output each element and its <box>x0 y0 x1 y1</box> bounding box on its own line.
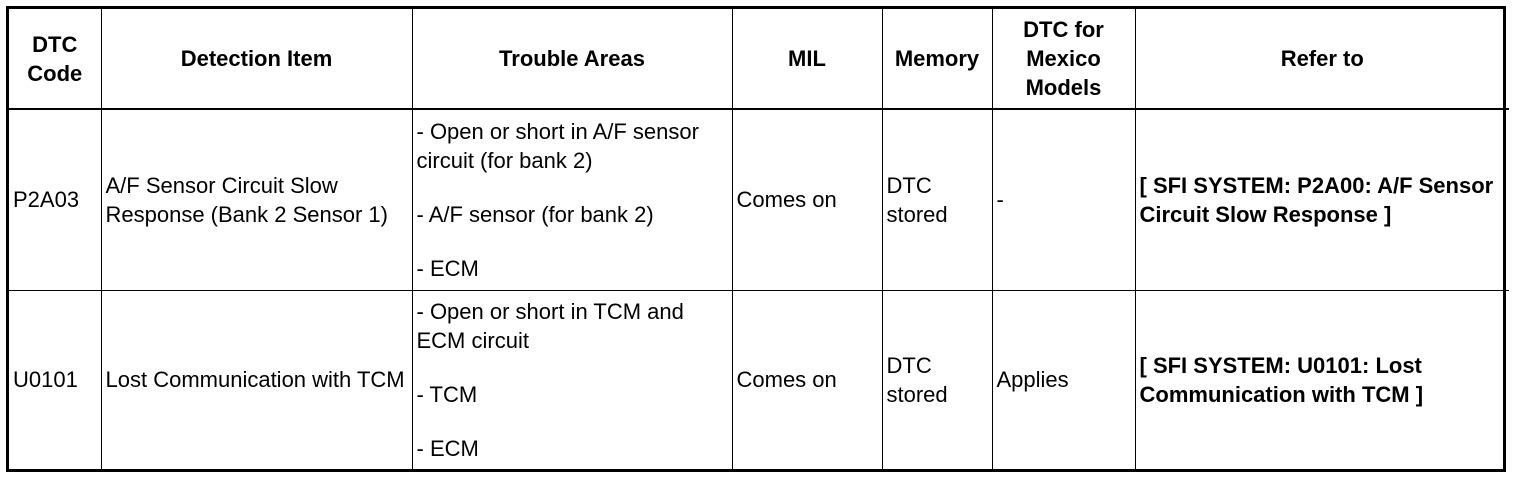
table-row: U0101 Lost Communication with TCM - Open… <box>9 289 1509 469</box>
trouble-area-list: - Open or short in A/F sensor circuit (f… <box>417 117 728 283</box>
dtc-code-cell: U0101 <box>9 289 102 469</box>
mexico-models-cell: - <box>991 108 1136 291</box>
header-dtc-code: DTC Code <box>9 9 102 110</box>
trouble-area-item: - ECM <box>416 255 479 281</box>
memory-cell: DTC stored <box>881 108 993 291</box>
trouble-area-item: - TCM <box>416 381 478 407</box>
refer-to-link[interactable]: [ SFI SYSTEM: P2A00: A/F Sensor Circuit … <box>1134 108 1509 291</box>
table-row: P2A03 A/F Sensor Circuit Slow Response (… <box>9 108 1509 291</box>
detection-item-cell: Lost Communication with TCM <box>100 289 413 469</box>
dtc-table-frame: DTC Code Detection Item Trouble Areas MI… <box>6 6 1509 472</box>
trouble-area-item: - Open or short in TCM and ECM circuit <box>416 298 684 353</box>
header-row: DTC Code Detection Item Trouble Areas MI… <box>9 9 1509 110</box>
header-mexico-models: DTC for Mexico Models <box>991 9 1136 110</box>
header-mil: MIL <box>731 9 883 110</box>
mexico-models-cell: Applies <box>991 289 1136 469</box>
trouble-area-item: - ECM <box>416 435 479 461</box>
dtc-code-cell: P2A03 <box>9 108 102 291</box>
trouble-areas-cell: - Open or short in TCM and ECM circuit -… <box>411 289 733 469</box>
header-refer-to: Refer to <box>1134 9 1509 110</box>
header-memory: Memory <box>881 9 993 110</box>
refer-to-link[interactable]: [ SFI SYSTEM: U0101: Lost Communication … <box>1134 289 1509 469</box>
mil-cell: Comes on <box>731 289 883 469</box>
trouble-area-list: - Open or short in TCM and ECM circuit -… <box>417 297 728 463</box>
trouble-area-item: - Open or short in A/F sensor circuit (f… <box>416 118 699 173</box>
dtc-table: DTC Code Detection Item Trouble Areas MI… <box>9 9 1509 469</box>
detection-item-cell: A/F Sensor Circuit Slow Response (Bank 2… <box>100 108 413 291</box>
header-trouble-areas: Trouble Areas <box>411 9 733 110</box>
trouble-areas-cell: - Open or short in A/F sensor circuit (f… <box>411 108 733 291</box>
trouble-area-item: - A/F sensor (for bank 2) <box>416 201 654 227</box>
memory-cell: DTC stored <box>881 289 993 469</box>
mil-cell: Comes on <box>731 108 883 291</box>
header-detection-item: Detection Item <box>100 9 413 110</box>
